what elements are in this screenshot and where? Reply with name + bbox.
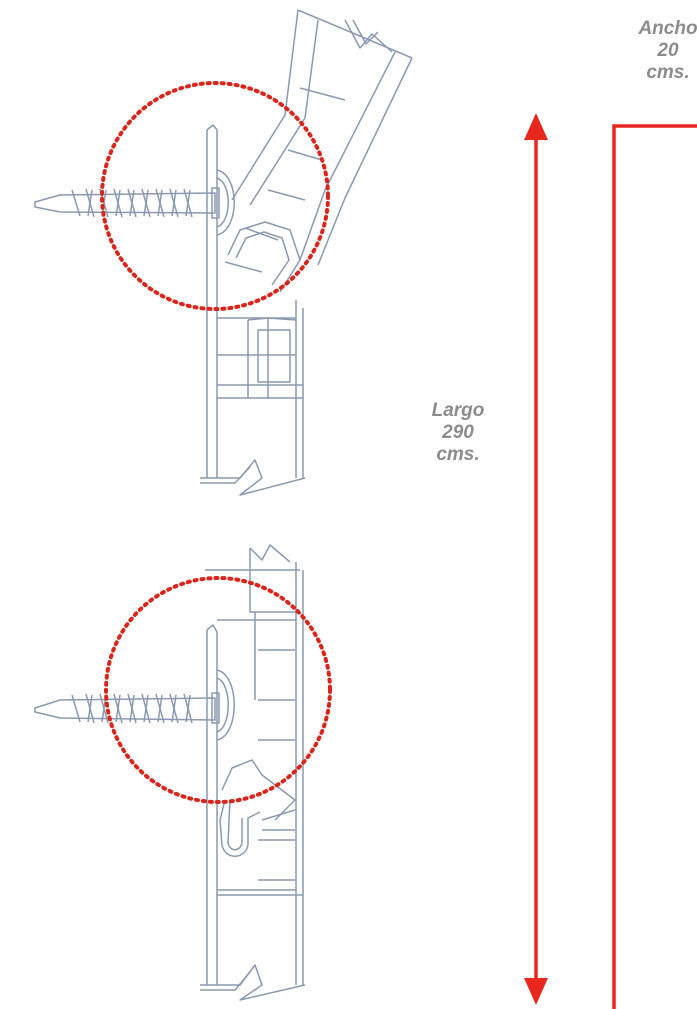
- base-profile-top: [200, 124, 306, 496]
- top-joint-detail: [34, 9, 413, 496]
- width-label-value: 20: [657, 40, 679, 61]
- screw-washer-top: [211, 169, 235, 236]
- focus-circle-bottom: [104, 576, 332, 804]
- width-label-unit: cms.: [646, 62, 690, 83]
- length-label: Largo 290 cms.: [410, 400, 506, 466]
- length-dimension-arrow: [524, 113, 548, 1005]
- bottom-joint-detail: [34, 544, 306, 1001]
- screw-washer-bottom: [211, 669, 235, 741]
- screw-top: [34, 188, 216, 218]
- angled-panel-profile: [224, 9, 413, 293]
- panel-width-outline: [612, 124, 697, 1009]
- focus-circle-top: [100, 81, 330, 311]
- length-label-unit: cms.: [436, 444, 480, 465]
- width-label: Ancho 20 cms.: [618, 18, 697, 84]
- length-label-value: 290: [442, 422, 474, 443]
- length-label-word: Largo: [431, 400, 485, 421]
- width-label-word: Ancho: [638, 18, 697, 39]
- upper-panel-profile: [200, 544, 306, 1001]
- screw-bottom: [34, 693, 216, 724]
